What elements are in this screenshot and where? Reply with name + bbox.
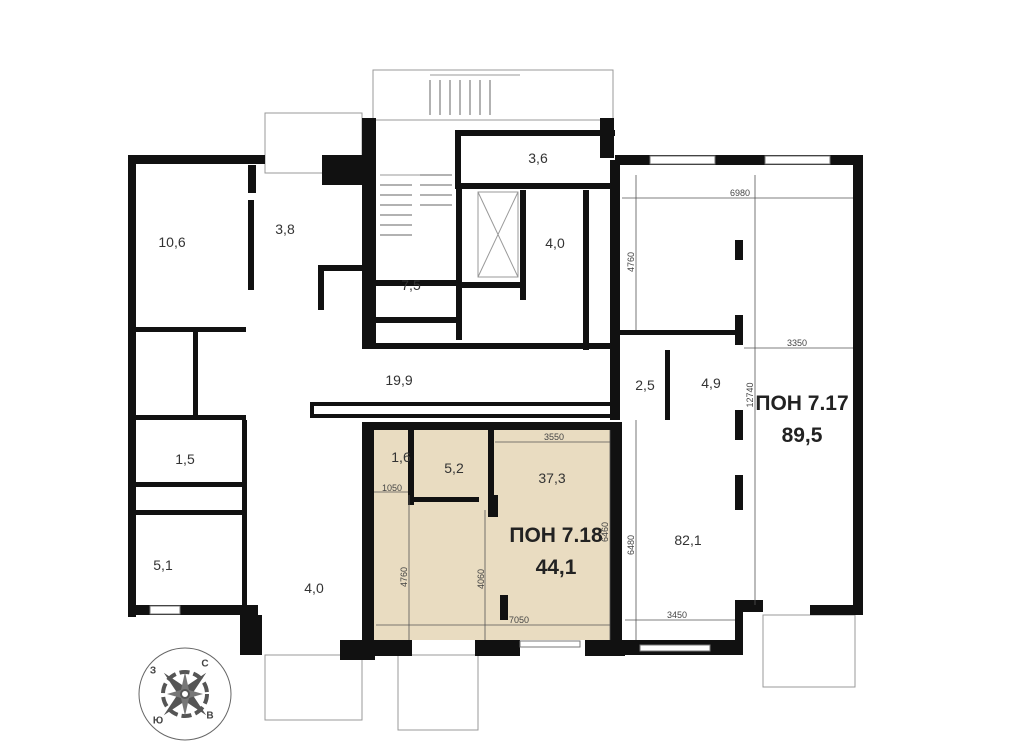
dimension-label: 12740 bbox=[745, 382, 755, 408]
dimension-label: 3350 bbox=[786, 338, 808, 348]
room-area-label: 19,9 bbox=[385, 372, 413, 388]
dimension-label: 3550 bbox=[543, 432, 565, 442]
room-area-label: 1,6 bbox=[391, 449, 411, 465]
dimension-lines bbox=[374, 175, 853, 640]
compass-north: С bbox=[201, 658, 209, 670]
dimension-label: 3450 bbox=[666, 610, 688, 620]
compass-south: Ю bbox=[152, 715, 164, 727]
dimension-label: 1050 bbox=[381, 483, 403, 493]
room-area-label: 4,0 bbox=[545, 235, 565, 251]
outline-lines bbox=[264, 69, 856, 731]
stairs bbox=[380, 80, 491, 236]
room-area-label: 3,8 bbox=[275, 221, 295, 237]
room-area-label: 5,2 bbox=[444, 460, 464, 476]
compass-west: З bbox=[149, 665, 157, 677]
room-area-label: 4,0 bbox=[304, 580, 324, 596]
dimension-label: 7050 bbox=[508, 615, 530, 625]
windows bbox=[149, 155, 831, 652]
unit-7-18-label[interactable]: ПОН 7.18 44,1 bbox=[509, 520, 602, 584]
room-area-label: 2,5 bbox=[635, 377, 655, 393]
unit-area: 44,1 bbox=[535, 556, 577, 579]
room-area-label: 4,9 bbox=[701, 375, 721, 391]
dimension-label: 6480 bbox=[626, 534, 636, 556]
room-area-label: 7,5 bbox=[401, 277, 421, 293]
unit-7-17-label[interactable]: ПОН 7.17 89,5 bbox=[755, 388, 848, 452]
dimension-label: 6460 bbox=[600, 521, 610, 543]
unit-area: 89,5 bbox=[781, 424, 823, 447]
room-area-label: 3,6 bbox=[528, 150, 548, 166]
compass-rose-icon bbox=[138, 647, 232, 741]
unit-name: ПОН 7.18 bbox=[509, 524, 603, 547]
unit-name: ПОН 7.17 bbox=[755, 392, 849, 415]
dimension-label: 4060 bbox=[476, 568, 486, 590]
room-area-label: 5,1 bbox=[153, 557, 173, 573]
room-area-label: 10,6 bbox=[158, 234, 186, 250]
compass-east: В bbox=[206, 710, 214, 722]
room-area-label: 1,5 bbox=[175, 451, 195, 467]
room-area-label: 82,1 bbox=[674, 532, 702, 548]
dimension-label: 4760 bbox=[399, 566, 409, 588]
dimension-label: 6980 bbox=[729, 188, 751, 198]
walls bbox=[128, 118, 863, 660]
room-area-label: 37,3 bbox=[538, 470, 566, 486]
dimension-label: 4760 bbox=[626, 251, 636, 273]
